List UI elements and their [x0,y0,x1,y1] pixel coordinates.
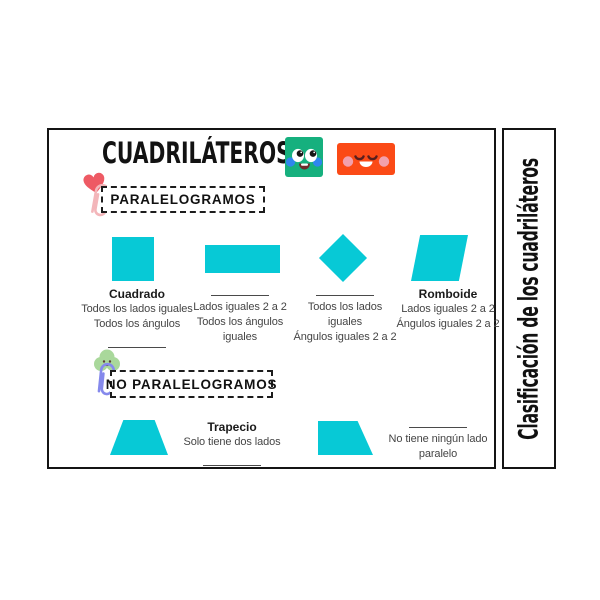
rhombus-shape [318,233,368,283]
card-rectangulo: Lados iguales 2 a 2 Todos los ángulos ig… [177,285,303,345]
page-title: CUADRILÁTEROS [102,136,291,170]
shape-property: Todos los lados iguales [81,303,193,315]
card-cuadrado: Cuadrado Todos los lados iguales Todos l… [74,287,200,352]
side-tab-panel: Clasificación de los cuadriláteros [502,128,556,469]
shape-property: Todos los lados [307,301,383,313]
shape-name: Trapecio [207,420,257,434]
shape-property: iguales [222,331,258,343]
trapezoid-shape [110,420,168,455]
section-label-text: PARALELOGRAMOS [110,192,256,207]
shape-property: Solo tiene dos lados [183,436,281,448]
section-label-text: NO PARALELOGRAMOS [105,376,278,392]
fill-in-blank-line [203,455,261,466]
card-trapezoide: No tiene ningún lado paralelo [375,417,501,462]
shape-name: Cuadrado [108,287,165,301]
heart-icon [81,170,109,201]
rhomboid-shape [411,235,468,281]
section-label-paralelogramos: PARALELOGRAMOS [101,186,265,213]
fill-in-blank-line [409,417,467,428]
square-shape [112,237,154,281]
shape-property: Ángulos iguales 2 a 2 [293,331,397,343]
shape-property: Lados iguales 2 a 2 [401,303,495,315]
fill-in-blank-line [108,337,166,348]
side-tab-title: Clasificación de los cuadriláteros [513,157,545,440]
worksheet-main-panel: CUADRILÁTEROS [47,128,500,470]
shape-property: Lados iguales 2 a 2 [193,301,287,313]
trapezium-shape [318,421,373,455]
shape-name: Romboide [418,287,478,301]
card-trapecio: Trapecio Solo tiene dos lados [169,420,295,470]
shape-property: iguales [327,316,363,328]
green-square-mascot-icon [285,137,323,182]
card-romboide: Romboide Lados iguales 2 a 2 Ángulos igu… [385,287,511,332]
fill-in-blank-line [316,285,374,296]
section-label-no-paralelogramos: NO PARALELOGRAMOS [106,370,277,398]
fill-in-blank-line [211,285,269,296]
card-rombo: Todos los lados iguales Ángulos iguales … [282,285,408,345]
green-cloud-face-icon [93,349,121,378]
shape-property: No tiene ningún lado [388,433,488,445]
shape-property: paralelo [418,448,458,460]
orange-rectangle-mascot-icon [337,143,395,180]
shape-property: Ángulos iguales 2 a 2 [396,318,500,330]
shape-property: Todos los ángulos [196,316,284,328]
rectangle-shape [205,245,280,273]
shape-property: Todos los ángulos [93,318,181,330]
